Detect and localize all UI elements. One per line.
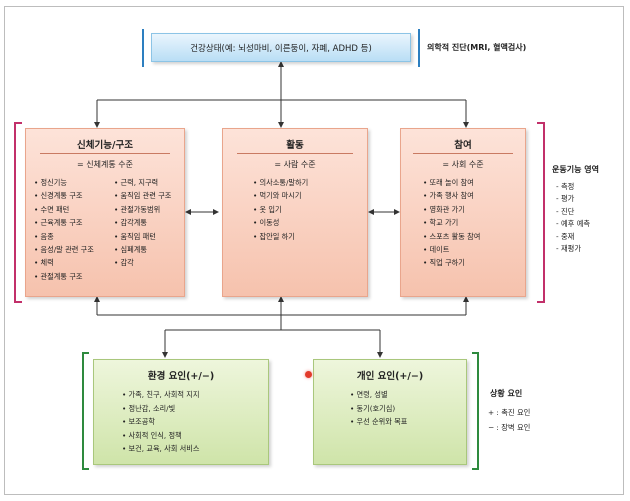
list-item: 수면 패턴 xyxy=(34,203,94,216)
list-item: 가족, 친구, 사회적 지지 xyxy=(122,388,200,402)
health-condition-label: 건강상태(예: 뇌성마비, 이른둥이, 자폐, ADHD 등) xyxy=(190,43,372,54)
environment-list: 가족, 친구, 사회적 지지 정난감, 소리/빛 보조공학 사회적 인식, 정책… xyxy=(122,388,200,456)
list-item: 근력, 지구력 xyxy=(114,176,171,189)
medical-diagnosis-label: 의학적 진단(MRI, 혈액검사) xyxy=(427,43,527,52)
body-function-rule xyxy=(40,153,170,154)
list-item: 보건, 교육, 사회 서비스 xyxy=(122,442,200,456)
list-item: 동기(호기심) xyxy=(350,402,407,416)
list-item: 관절계통 구조 xyxy=(34,270,94,283)
list-item: 이동성 xyxy=(253,216,308,229)
list-item: 감각계통 xyxy=(114,216,171,229)
participation-subtitle: = 사회 수준 xyxy=(442,160,484,169)
list-item: 학교 가기 xyxy=(423,216,480,229)
context-left-bracket xyxy=(82,352,89,470)
list-item: 관절가동범위 xyxy=(114,203,171,216)
personal-title: 개인 요인(+/−) xyxy=(356,371,424,382)
list-item: 정난감, 소리/빛 xyxy=(122,402,199,416)
list-item: 움직임 관련 구조 xyxy=(114,189,172,202)
list-item: 먹기와 마시기 xyxy=(253,189,308,202)
personal-box: 개인 요인(+/−) 연령, 성별 동기(호기심) 우선 순위와 목표 xyxy=(313,359,467,465)
diagram-frame xyxy=(4,6,624,495)
list-item: 데이트 xyxy=(423,243,480,256)
list-item: 옷 입기 xyxy=(253,203,308,216)
environment-box: 환경 요인(+/−) 가족, 친구, 사회적 지지 정난감, 소리/빛 보조공학… xyxy=(93,359,269,465)
cursor-dot xyxy=(305,371,312,378)
list-item: 음성/말 관련 구조 xyxy=(34,243,94,256)
participation-list: 또래 놀이 참여 가족 행사 참여 영화관 가기 학교 가기 스포츠 활동 참여… xyxy=(423,176,481,270)
personal-list: 연령, 성별 동기(호기심) 우선 순위와 목표 xyxy=(350,388,408,429)
list-item: 예후 예측 xyxy=(556,218,590,230)
list-item: 영화관 가기 xyxy=(423,203,480,216)
list-item: 연령, 성별 xyxy=(350,388,407,402)
list-item: 근육계통 구조 xyxy=(34,216,94,229)
context-line-1: + : 촉진 요인 xyxy=(488,408,531,417)
list-item: 체력 xyxy=(34,256,94,269)
environment-title: 환경 요인(+/−) xyxy=(147,371,215,382)
list-item: 중재 xyxy=(556,231,590,243)
motor-function-list: 측정 평가 진단 예후 예측 중재 재평가 xyxy=(556,181,590,255)
list-item: 의사소통/말하기 xyxy=(253,176,309,189)
context-line-2: − : 장벽 요인 xyxy=(488,423,531,432)
list-item: 스포츠 활동 참여 xyxy=(423,230,481,243)
context-factors-label: 상황 요인 xyxy=(490,389,523,398)
activity-title: 활동 xyxy=(286,140,304,151)
body-function-title: 신체기능/구조 xyxy=(77,140,133,151)
motor-right-bracket xyxy=(537,122,545,303)
list-item: 측정 xyxy=(556,181,590,193)
participation-rule xyxy=(413,153,513,154)
body-function-subtitle: = 신체계통 수준 xyxy=(77,160,133,169)
list-item: 움직임 패턴 xyxy=(114,230,171,243)
health-condition-box: 건강상태(예: 뇌성마비, 이른둥이, 자폐, ADHD 등) xyxy=(151,33,411,62)
list-item: 심폐계통 xyxy=(114,243,171,256)
list-item: 우선 순위와 목표 xyxy=(350,415,408,429)
context-right-bracket xyxy=(472,352,479,470)
body-function-box: 신체기능/구조 = 신체계통 수준 정신기능 신경계통 구조 수면 패턴 근육계… xyxy=(25,128,185,297)
medical-bracket xyxy=(142,29,420,67)
body-function-list-1: 정신기능 신경계통 구조 수면 패턴 근육계통 구조 음종 음성/말 관련 구조… xyxy=(34,176,94,283)
list-item: 진단 xyxy=(556,206,590,218)
list-item: 직업 구하기 xyxy=(423,256,480,269)
activity-subtitle: = 사람 수준 xyxy=(274,160,316,169)
list-item: 가족 행사 참여 xyxy=(423,189,480,202)
list-item: 사회적 인식, 정책 xyxy=(122,429,199,443)
participation-box: 참여 = 사회 수준 또래 놀이 참여 가족 행사 참여 영화관 가기 학교 가… xyxy=(400,128,526,297)
list-item: 음종 xyxy=(34,230,94,243)
body-function-list-2: 근력, 지구력 움직임 관련 구조 관절가동범위 감각계통 움직임 패턴 심폐계… xyxy=(114,176,172,270)
participation-title: 참여 xyxy=(454,140,472,151)
list-item: 재평가 xyxy=(556,243,590,255)
motor-function-label: 운동기능 영역 xyxy=(552,165,599,174)
list-item: 보조공학 xyxy=(122,415,199,429)
list-item: 신경계통 구조 xyxy=(34,189,94,202)
activity-box: 활동 = 사람 수준 의사소통/말하기 먹기와 마시기 옷 입기 이동성 잡안일… xyxy=(222,128,368,297)
motor-left-bracket xyxy=(14,122,22,303)
activity-list: 의사소통/말하기 먹기와 마시기 옷 입기 이동성 잡안일 하기 xyxy=(253,176,309,243)
list-item: 평가 xyxy=(556,193,590,205)
list-item: 정신기능 xyxy=(34,176,94,189)
list-item: 잡안일 하기 xyxy=(253,230,308,243)
list-item: 또래 놀이 참여 xyxy=(423,176,480,189)
activity-rule xyxy=(237,153,353,154)
list-item: 감각 xyxy=(114,256,171,269)
